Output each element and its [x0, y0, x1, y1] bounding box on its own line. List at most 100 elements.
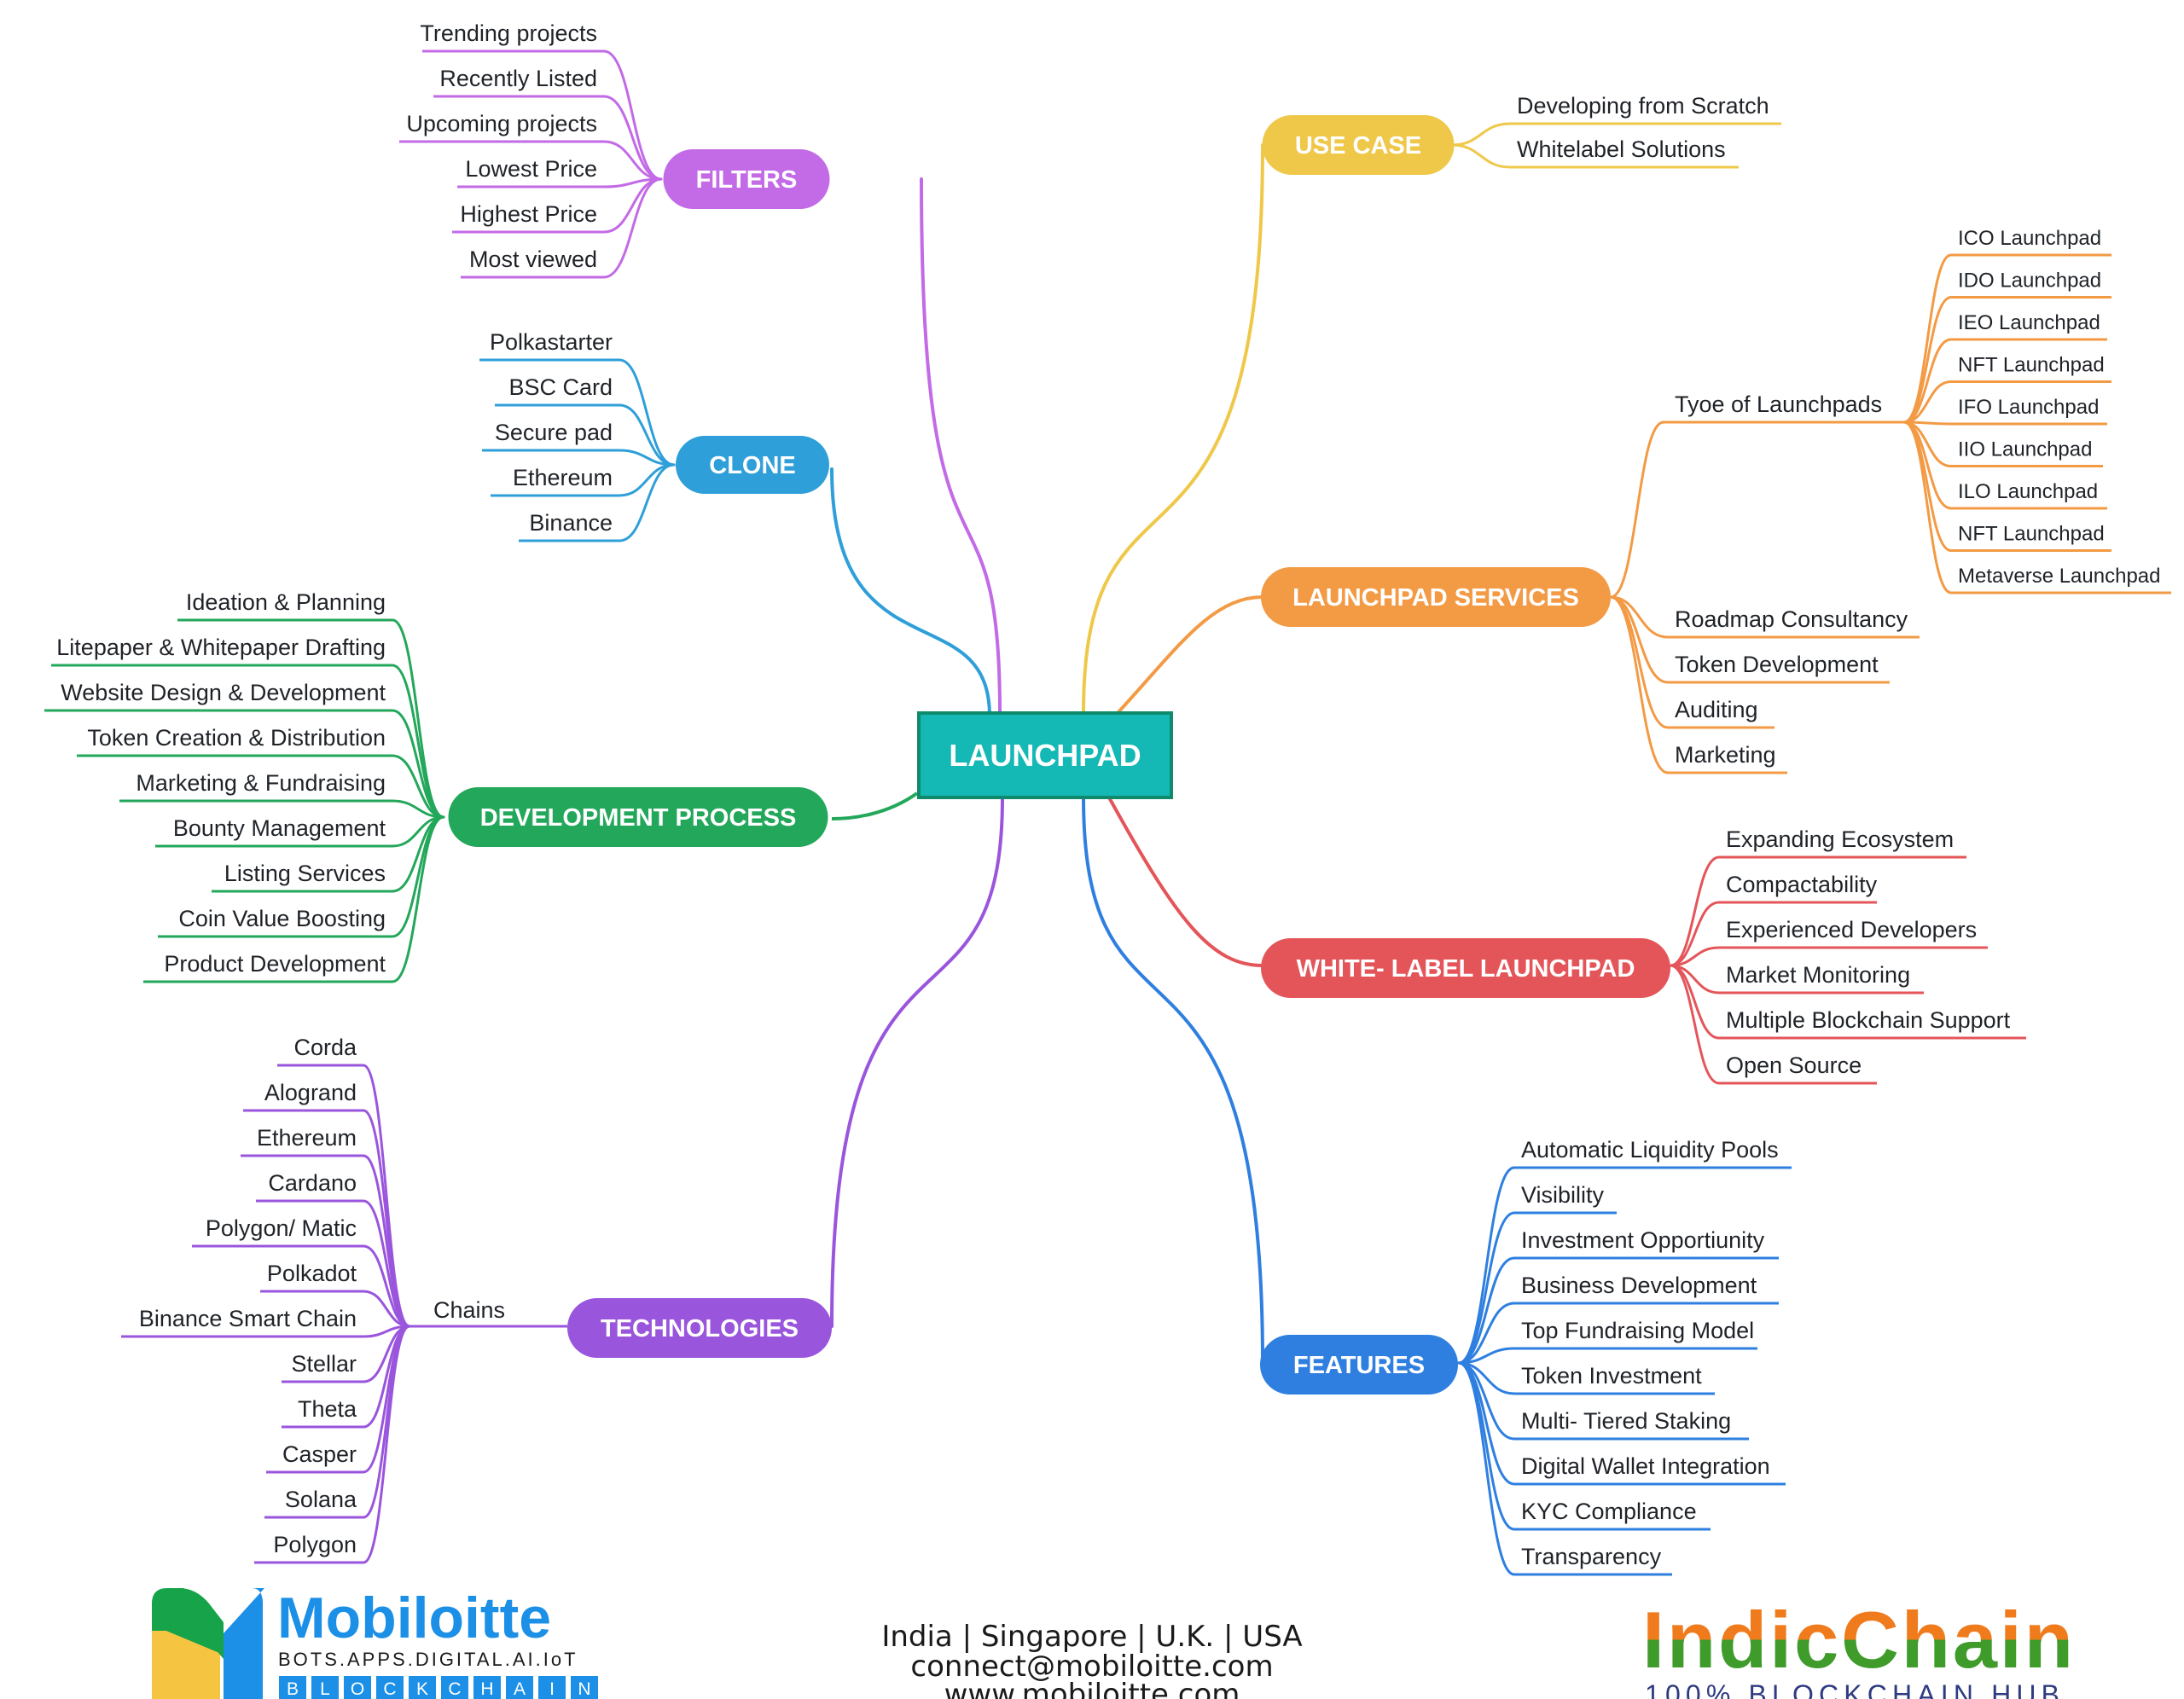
- development-leaf-item: Product Development: [164, 951, 386, 977]
- clone-leaf-item: Secure pad: [495, 420, 613, 445]
- services-leaf-item: Roadmap Consultancy: [1675, 606, 1908, 632]
- clone-leaf-item: BSC Card: [508, 374, 613, 400]
- services-leaf-connector: [1609, 595, 1670, 684]
- services-type-label: Tyoe of Launchpads: [1675, 391, 1882, 417]
- services-node-pill: [1261, 567, 1611, 627]
- blockchain-letter: L: [320, 1679, 330, 1699]
- technologies-leaf-item: Cardano: [268, 1170, 357, 1196]
- features-leaf-item: Automatic Liquidity Pools: [1521, 1137, 1779, 1163]
- trunk-development: [831, 792, 919, 821]
- use-case-leaf-item: Developing from Scratch: [1517, 93, 1769, 119]
- indicchain-tagline: 100% BLOCKCHAIN HUB: [1645, 1679, 2067, 1699]
- launchpad-type-item-connector: [1902, 380, 1953, 424]
- clone-leaf-connector: [618, 463, 676, 542]
- white-label-leaf-item: Multiple Blockchain Support: [1726, 1007, 2011, 1033]
- filters-leaf-item: Highest Price: [460, 201, 597, 227]
- technologies-leaf-item: Polygon/ Matic: [206, 1215, 357, 1241]
- features-leaf-item: Token Investment: [1521, 1363, 1702, 1389]
- center-node: [917, 711, 1173, 799]
- blockchain-letter: C: [383, 1679, 396, 1699]
- features-leaf-item: KYC Compliance: [1521, 1499, 1697, 1524]
- features-leaf-item: Multi- Tiered Staking: [1521, 1408, 1731, 1434]
- trunk-use-case: [1082, 143, 1264, 715]
- white-label-leaf-connector: [1669, 901, 1721, 967]
- use-case-node-pill: [1262, 115, 1455, 175]
- trunk-technologies: [830, 796, 1004, 1328]
- filters-leaf-item: Upcoming projects: [406, 111, 597, 136]
- blockchain-letter-box: [538, 1676, 566, 1699]
- features-leaf-item: Visibility: [1521, 1182, 1605, 1208]
- filters-leaf-connector: [602, 140, 663, 181]
- filters-leaf-connector: [602, 49, 663, 181]
- clone-leaf-item: Polkastarter: [490, 329, 613, 355]
- development-leaf-connector: [391, 754, 445, 819]
- clone-node-label: CLONE: [709, 452, 796, 479]
- development-node-label: DEVELOPMENT PROCESS: [480, 804, 797, 832]
- development-leaf-item: Listing Services: [224, 861, 386, 886]
- development-leaf-connector: [391, 815, 445, 938]
- launchpad-type-item-item: NFT Launchpad: [1958, 354, 2105, 377]
- filters-leaf-item: Most viewed: [469, 246, 597, 272]
- clone-leaf-connector: [618, 463, 676, 497]
- clone-node-pill: [676, 436, 829, 494]
- technologies-leaf-item: Casper: [282, 1441, 357, 1467]
- technologies-leaf-item: Corda: [293, 1035, 357, 1060]
- launchpad-type-item-item: IEO Launchpad: [1958, 311, 2100, 334]
- mobiloitte-tagline: BOTS.APPS.DIGITAL.AI.IoT: [278, 1649, 578, 1670]
- launchpad-type-item-item: IDO Launchpad: [1958, 270, 2101, 293]
- filters-leaf-connector: [602, 95, 663, 181]
- filters-leaf-item: Trending projects: [420, 20, 597, 46]
- services-leaf-item: Auditing: [1675, 697, 1758, 722]
- filters-node-label: FILTERS: [696, 166, 798, 194]
- development-leaf-item: Coin Value Boosting: [178, 906, 386, 931]
- white-label-leaf-connector: [1669, 964, 1721, 1085]
- clone-leaf-item: Binance: [529, 510, 613, 536]
- technologies-leaf-item: Solana: [285, 1487, 357, 1512]
- blockchain-letter: I: [549, 1679, 555, 1699]
- services-leaf-item: Token Development: [1675, 652, 1879, 677]
- technologies-node-pill: [567, 1298, 832, 1358]
- launchpad-type-item-connector: [1902, 296, 1953, 424]
- features-leaf-item: Transparency: [1521, 1544, 1662, 1569]
- use-case-leaf-item: Whitelabel Solutions: [1517, 136, 1726, 162]
- launchpad-type-item-item: ICO Launchpad: [1958, 227, 2101, 250]
- technologies-leaf-connector: [362, 1154, 411, 1328]
- blockchain-letter: A: [514, 1679, 526, 1699]
- blockchain-letter: C: [448, 1679, 461, 1699]
- launchpad-type-item-connector: [1902, 338, 1953, 424]
- technologies-chains-label: Chains: [433, 1297, 505, 1323]
- blockchain-letter: K: [416, 1679, 428, 1699]
- development-leaf-item: Ideation & Planning: [186, 589, 386, 615]
- services-leaf-connector: [1609, 595, 1670, 774]
- blockchain-letter-box: [441, 1676, 468, 1699]
- trunk-launchpad-services: [1116, 595, 1263, 715]
- white-label-leaf-connector: [1669, 855, 1721, 967]
- mobiloitte-mark-blue: [224, 1588, 264, 1699]
- features-leaf-connector: [1457, 1211, 1516, 1365]
- services-leaf-item: Marketing: [1675, 742, 1776, 768]
- trunk-clone: [830, 467, 991, 718]
- footer-email: connect@mobiloitte.com: [910, 1650, 1273, 1684]
- indicchain-name: IndicChain: [1642, 1595, 2073, 1685]
- services-type-connector: [1609, 420, 1665, 599]
- launchpad-type-item-connector: [1902, 420, 1953, 552]
- filters-node-pill: [663, 149, 830, 209]
- trunk-features: [1082, 796, 1264, 1365]
- use-case-node-label: USE CASE: [1295, 132, 1421, 159]
- blockchain-letter: N: [578, 1679, 590, 1699]
- use-case-leaf-connector: [1450, 143, 1512, 169]
- technologies-leaf-connector: [362, 1325, 411, 1564]
- blockchain-letter-box: [409, 1676, 436, 1699]
- development-leaf-connector: [391, 709, 445, 819]
- white-label-leaf-item: Compactability: [1726, 872, 1878, 897]
- launchpad-type-item-item: NFT Launchpad: [1958, 523, 2105, 546]
- launchpad-type-item-item: IIO Launchpad: [1958, 438, 2092, 461]
- blockchain-letter-box: [571, 1676, 598, 1699]
- launchpad-type-item-item: IFO Launchpad: [1958, 396, 2099, 419]
- filters-leaf-connector: [602, 177, 663, 279]
- footer-website: www.mobiloitte.com: [944, 1678, 1240, 1699]
- blockchain-letter-box: [473, 1676, 501, 1699]
- features-leaf-item: Business Development: [1521, 1273, 1757, 1298]
